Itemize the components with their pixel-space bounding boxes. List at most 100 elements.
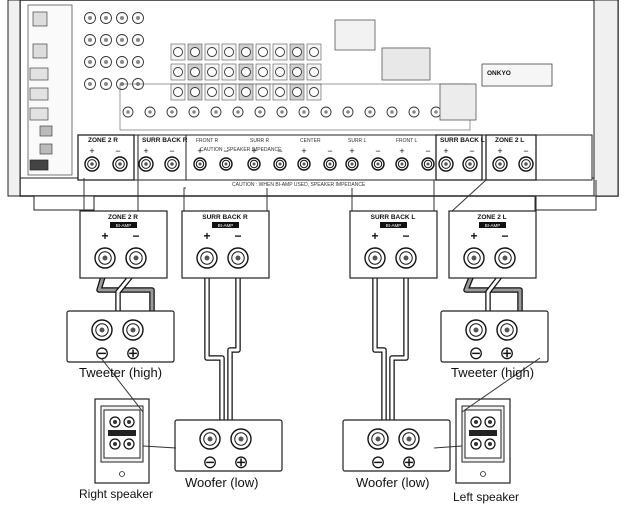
rca-jack bbox=[309, 87, 319, 97]
unit-terminal-minus bbox=[91, 319, 113, 341]
panel-title: ZONE 2 R bbox=[108, 214, 138, 221]
strip-terminal-post bbox=[164, 156, 180, 172]
rca-jack bbox=[190, 87, 200, 97]
left-io-block bbox=[27, 4, 73, 176]
polarity-mark: + bbox=[89, 146, 94, 156]
right-speaker-label: Right speaker bbox=[79, 487, 153, 501]
rca-jack bbox=[241, 47, 251, 57]
panel-zone2-l: ZONE 2 L BI-AMP + − bbox=[448, 210, 537, 279]
rca-jack bbox=[275, 67, 285, 77]
polarity-mark: − bbox=[523, 146, 528, 156]
panel-surr-back-r: SURR BACK RBI-AMP+− bbox=[181, 210, 270, 279]
rca-jack bbox=[207, 47, 217, 57]
strip-terminal-post bbox=[297, 157, 311, 171]
terminal-panels: ZONE 2 RBI-AMP+−SURR BACK RBI-AMP+−SURR … bbox=[79, 210, 537, 279]
rca-jack bbox=[207, 67, 217, 77]
unit-minus-symbol: ⊖ bbox=[202, 452, 217, 472]
rca-jack bbox=[258, 47, 268, 57]
woofer-right-label: Woofer (low) bbox=[185, 475, 258, 490]
rca-jack bbox=[309, 47, 319, 57]
panel-plus: + bbox=[203, 229, 210, 243]
panel-terminal-plus bbox=[94, 247, 116, 269]
panel-terminal-minus bbox=[125, 247, 147, 269]
panel-badge: BI-AMP bbox=[485, 223, 501, 228]
panel-terminal-minus bbox=[494, 247, 516, 269]
polarity-mark: + bbox=[497, 146, 502, 156]
speaker-unit-terminals: ⊖⊕⊖⊕⊖⊕⊖⊕ bbox=[66, 310, 549, 472]
rca-jack bbox=[207, 87, 217, 97]
polarity-mark: − bbox=[327, 146, 332, 156]
strip-terminal-post bbox=[462, 156, 478, 172]
rca-jack bbox=[258, 87, 268, 97]
woofer-left-label: Woofer (low) bbox=[356, 475, 429, 490]
unit-terminal-plus bbox=[122, 319, 144, 341]
panel-title: SURR BACK R bbox=[202, 214, 248, 221]
tweeter-left-unit: ⊖⊕ bbox=[440, 310, 549, 363]
strip-terminal-post bbox=[219, 157, 233, 171]
strip-terminal-post bbox=[395, 157, 409, 171]
rca-jack-array bbox=[84, 12, 471, 131]
terminal-label-surr-back-r: SURR BACK R bbox=[142, 137, 188, 144]
terminal-label-surr-back-l: SURR BACK L bbox=[440, 137, 485, 144]
panel-terminal-minus bbox=[227, 247, 249, 269]
panel-minus: − bbox=[501, 229, 508, 243]
panel-minus: − bbox=[402, 229, 409, 243]
rca-jack bbox=[275, 47, 285, 57]
unit-plus-symbol: ⊕ bbox=[499, 343, 514, 363]
strip-terminal-post bbox=[84, 156, 100, 172]
rca-jack bbox=[190, 67, 200, 77]
polarity-mark: − bbox=[223, 146, 228, 156]
rca-jack bbox=[224, 47, 234, 57]
caution-text-bottom: CAUTION : WHEN BI-AMP USED, SPEAKER IMPE… bbox=[232, 182, 366, 188]
tweeter-right-unit: ⊖⊕ bbox=[66, 310, 175, 363]
strip-terminal-post bbox=[438, 156, 454, 172]
panel-terminal-plus bbox=[463, 247, 485, 269]
strip-terminal-post bbox=[421, 157, 435, 171]
rca-jack bbox=[173, 47, 183, 57]
polarity-mark: + bbox=[251, 146, 256, 156]
unit-plus-symbol: ⊕ bbox=[401, 452, 416, 472]
strip-terminal-post bbox=[112, 156, 128, 172]
terminal-label-surr-r: SURR R bbox=[250, 138, 270, 144]
panel-badge: BI-AMP bbox=[386, 223, 402, 228]
receiver-rear-panel: ONKYO ZONE 2 R SURR BACK R FRONT R SURR … bbox=[7, 0, 619, 211]
rca-jack bbox=[292, 87, 302, 97]
panel-plus: + bbox=[101, 229, 108, 243]
unit-terminal-minus bbox=[465, 319, 487, 341]
panel-badge: BI-AMP bbox=[116, 223, 132, 228]
panel-plus: + bbox=[371, 229, 378, 243]
wire-surr-back-r-plus bbox=[204, 270, 240, 441]
panel-title: ZONE 2 L bbox=[477, 214, 506, 221]
terminal-label-zone2-l: ZONE 2 L bbox=[495, 137, 524, 144]
panel-title: SURR BACK L bbox=[371, 214, 416, 221]
strip-terminal-post bbox=[371, 157, 385, 171]
panel-terminal-plus bbox=[364, 247, 386, 269]
terminal-label-front-r: FRONT R bbox=[196, 138, 219, 144]
upper-right-blocks: ONKYO bbox=[334, 19, 553, 121]
rca-jack bbox=[173, 67, 183, 77]
woofer-right-unit: ⊖⊕ bbox=[174, 419, 283, 472]
unit-terminal-plus bbox=[398, 428, 420, 450]
polarity-mark: − bbox=[277, 146, 282, 156]
panel-zone2-r: ZONE 2 RBI-AMP+− bbox=[79, 210, 168, 279]
cabinet-terminal-block bbox=[464, 409, 502, 459]
rca-jack bbox=[292, 67, 302, 77]
rca-jack bbox=[241, 87, 251, 97]
polarity-mark: + bbox=[399, 146, 404, 156]
unit-minus-symbol: ⊖ bbox=[370, 452, 385, 472]
panel-plus: + bbox=[470, 229, 477, 243]
rca-jack bbox=[241, 67, 251, 77]
terminal-label-surr-l: SURR L bbox=[348, 138, 367, 144]
rca-jack bbox=[258, 67, 268, 77]
strip-terminal-post bbox=[345, 157, 359, 171]
unit-terminal-plus bbox=[230, 428, 252, 450]
cabinet-bridge bbox=[108, 430, 136, 436]
cabinet-terminal-block bbox=[103, 409, 141, 459]
panel-terminal-minus bbox=[395, 247, 417, 269]
terminal-label-center: CENTER bbox=[300, 138, 321, 144]
panel-badge: BI-AMP bbox=[218, 223, 234, 228]
panel-surr-back-l: SURR BACK L BI-AMP + − bbox=[349, 210, 438, 279]
unit-terminal-plus bbox=[496, 319, 518, 341]
rca-jack bbox=[224, 87, 234, 97]
strip-terminal-post bbox=[518, 156, 534, 172]
